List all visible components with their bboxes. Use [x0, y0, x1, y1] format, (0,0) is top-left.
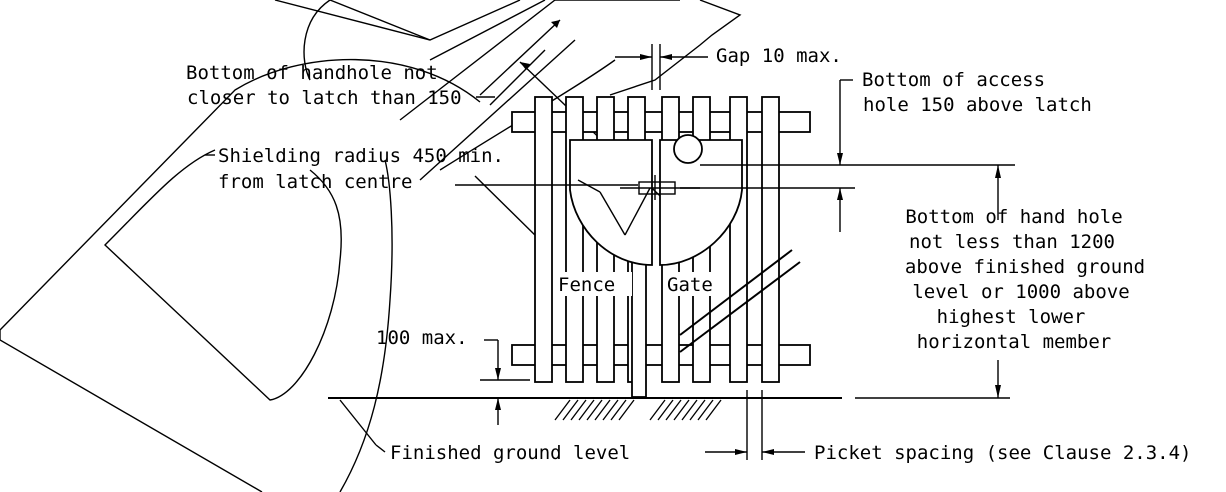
- ground-leader: [339, 399, 386, 453]
- picket-spacing-label: Picket spacing (see Clause 2.3.4): [814, 442, 1192, 464]
- height-label-line5: highest lower: [937, 306, 1086, 328]
- gate-shield-panel: [659, 134, 743, 266]
- height-label-line6: horizontal member: [917, 331, 1111, 353]
- handhole-label-line1: Bottom of handhole not: [186, 62, 438, 84]
- gap-label: Gap 10 max.: [716, 45, 842, 67]
- fence-label: Fence: [558, 274, 615, 296]
- handhole-label-line2: closer to latch than 150: [187, 87, 462, 109]
- access-label-line1: Bottom of access: [862, 69, 1045, 91]
- gate-post: [631, 261, 647, 398]
- shielding-outline-inner: [103, 149, 342, 401]
- gap-dimension: [615, 44, 708, 90]
- gate-brace: [679, 249, 801, 353]
- height-label-line3: above finished ground: [905, 256, 1145, 278]
- shielding-outline-outer: [0, 58, 481, 492]
- access-hole-dimension: [680, 79, 1015, 232]
- height-label-line1: Bottom of hand hole: [905, 206, 1122, 228]
- ground-hatching: [554, 399, 722, 421]
- height-dimension: [995, 165, 1001, 398]
- access-label-line2: hole 150 above latch: [863, 94, 1092, 116]
- shield-label-line1: Shielding radius 450 min.: [218, 145, 504, 167]
- clearance-dimension: [480, 339, 530, 425]
- gate-label: Gate: [667, 274, 713, 296]
- height-label-line2: not less than 1200: [909, 231, 1115, 253]
- clearance-label: 100 max.: [376, 327, 468, 349]
- ground-label: Finished ground level: [390, 442, 630, 464]
- height-label-line4: level or 1000 above: [912, 281, 1129, 303]
- gate-label-bg: [665, 272, 729, 296]
- fence-label-bg: [556, 272, 632, 296]
- fence-shield-panel: [569, 139, 653, 266]
- picket-spacing-dimension: [705, 390, 805, 460]
- shielding-radius-leader: [455, 179, 651, 236]
- shield-label-line2: from latch centre: [218, 171, 412, 193]
